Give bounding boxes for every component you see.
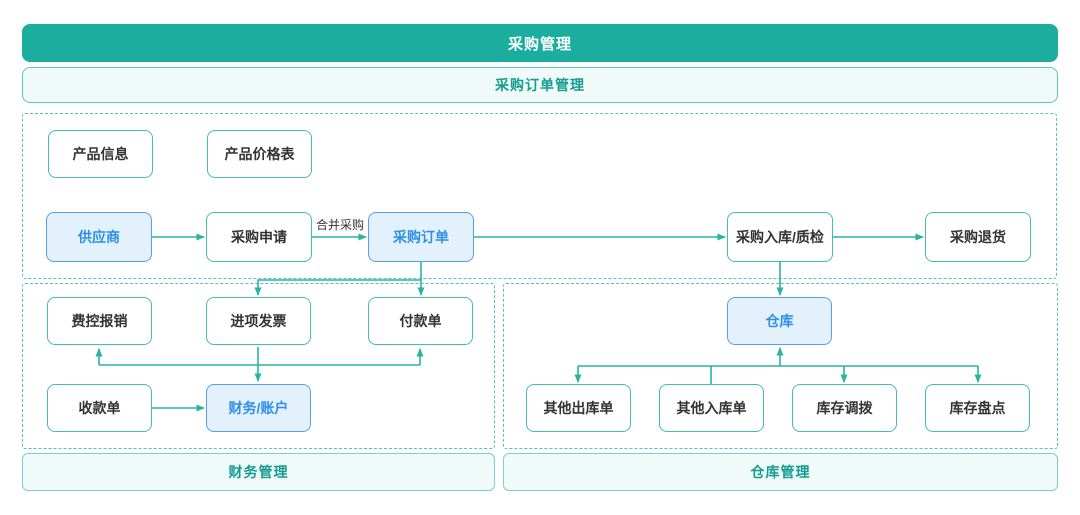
page-title: 采购管理 [507,35,572,53]
node-payment-slip: 付款单 [368,297,473,345]
node-label: 其他出库单 [543,400,614,416]
node-label: 财务/账户 [228,400,289,416]
node-label: 供应商 [78,229,120,245]
node-label: 产品价格表 [224,146,295,162]
node-inbound-qc: 采购入库/质检 [727,212,833,262]
node-label: 采购入库/质检 [736,229,824,245]
node-product-info: 产品信息 [48,130,153,178]
node-purchase-order: 采购订单 [368,212,474,262]
section-label-text: 财务管理 [228,464,289,480]
node-label: 采购申请 [231,229,287,245]
node-label: 产品信息 [72,146,129,162]
node-expense-reimburse: 费控报销 [47,297,152,345]
node-input-invoice: 进项发票 [206,297,311,345]
node-label: 库存盘点 [949,400,1006,416]
node-label: 仓库 [765,313,794,329]
section-label-warehouse: 仓库管理 [503,453,1058,491]
node-receipt-slip: 收款单 [47,384,152,432]
node-stock-transfer: 库存调拨 [792,384,897,432]
title-banner: 采购管理 [22,24,1058,62]
node-label: 采购退货 [950,229,1006,245]
node-purchase-request: 采购申请 [206,212,312,262]
node-label: 采购订单 [393,229,449,245]
node-other-inbound: 其他入库单 [659,384,764,432]
main-flow-group [22,113,1057,279]
node-supplier: 供应商 [46,212,152,262]
node-price-list: 产品价格表 [207,130,312,178]
node-finance-account: 财务/账户 [206,384,311,432]
node-label: 进项发票 [230,313,287,329]
node-label: 付款单 [399,313,442,329]
node-label: 费控报销 [71,313,128,329]
node-label: 收款单 [78,400,121,416]
node-other-outbound: 其他出库单 [526,384,631,432]
section-label-finance: 财务管理 [22,453,495,491]
node-label: 其他入库单 [676,400,747,416]
node-purchase-return: 采购退货 [925,212,1031,262]
subtitle-banner: 采购订单管理 [22,67,1058,103]
page-subtitle: 采购订单管理 [495,77,585,93]
node-label: 库存调拨 [816,400,873,416]
edge-label-merge-purchase: 合并采购 [315,218,364,232]
node-stock-count: 库存盘点 [925,384,1030,432]
section-label-text: 仓库管理 [750,464,811,480]
node-warehouse: 仓库 [727,297,832,345]
